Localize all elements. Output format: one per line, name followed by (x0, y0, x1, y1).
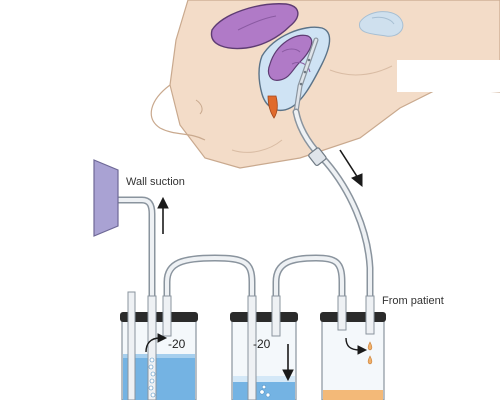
water-seal-chamber (230, 295, 298, 400)
wall-suction-plate (93, 159, 119, 237)
upper-organ (210, 3, 299, 50)
suction-control-chamber (120, 291, 198, 400)
patient-tubing (292, 108, 374, 324)
wall-suction-label: Wall suction (126, 176, 185, 188)
chamber1-pressure-label: -20 (168, 337, 186, 351)
flow-arrows (145, 149, 368, 382)
wall-suction-tubing (116, 196, 156, 320)
from-patient-label: From patient (382, 295, 444, 307)
connecting-tubes (163, 254, 346, 320)
collection-chamber (320, 295, 386, 400)
chamber2-pressure-label: -20 (253, 337, 271, 351)
fluid-drops (367, 341, 373, 365)
bandage (358, 11, 404, 37)
patient-torso (150, 0, 500, 169)
chest-tube-insertion (293, 37, 319, 115)
chamber2-bubbles (259, 384, 271, 398)
chamber1-bubbles (148, 357, 156, 398)
